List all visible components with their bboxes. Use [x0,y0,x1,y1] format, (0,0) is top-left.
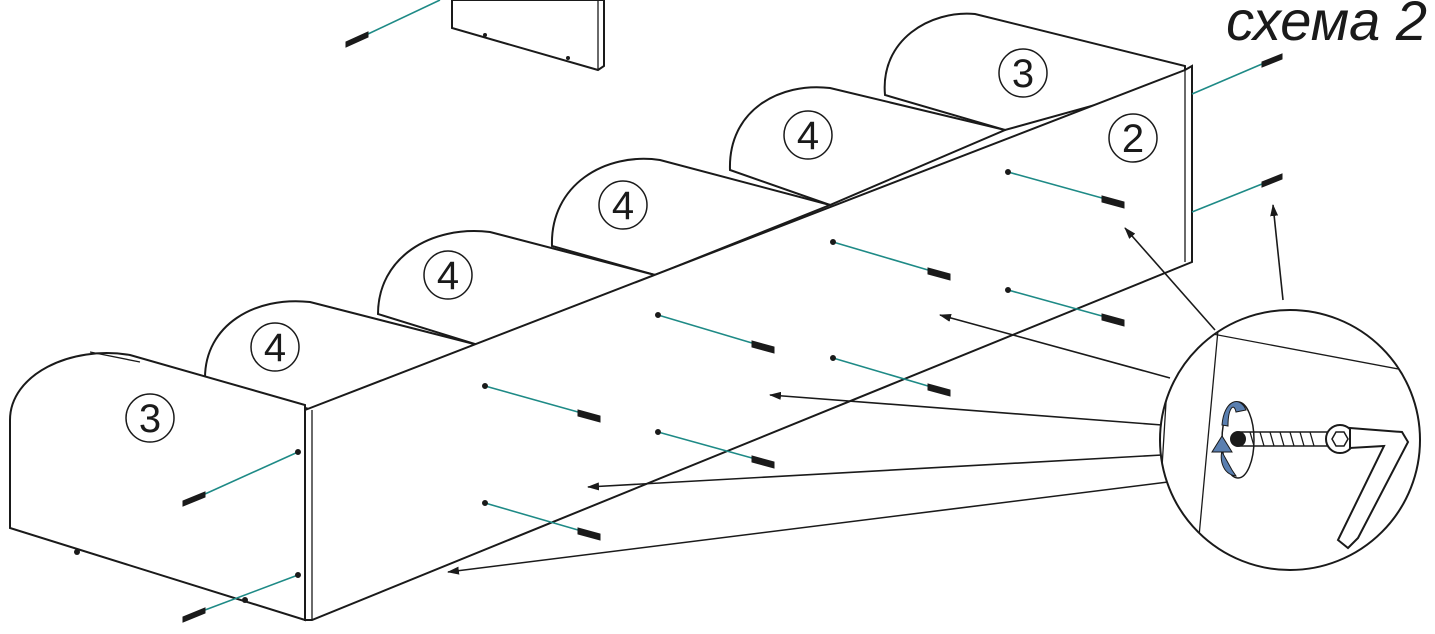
screw-icons [182,31,1283,623]
partition-4c [376,230,659,347]
front-panel [304,64,1193,621]
detail-circle [1159,309,1421,571]
partition-4-back [883,12,1186,132]
label-partition-3: 4 [437,254,459,298]
partition-4b [550,157,834,277]
label-side-right: 3 [1012,52,1034,96]
label-partition-4: 4 [264,326,286,370]
diagram-title: схема 2 [1226,0,1427,52]
screw-paths [204,63,1263,611]
rotation-arrow-icon [1211,401,1255,479]
partition-4a [728,86,1009,207]
label-side-left: 3 [139,397,161,441]
hex-key-icon [1336,426,1410,550]
label-partition-2: 4 [612,184,634,228]
detached-panel [367,0,605,72]
label-partition-1: 4 [797,114,819,158]
part-number-labels: 3 3 2 4 4 4 4 [125,48,1158,443]
label-back-panel: 2 [1122,117,1144,161]
side-panel-left [9,351,306,622]
partition-4d [203,300,482,412]
callout-arrows [447,204,1284,575]
